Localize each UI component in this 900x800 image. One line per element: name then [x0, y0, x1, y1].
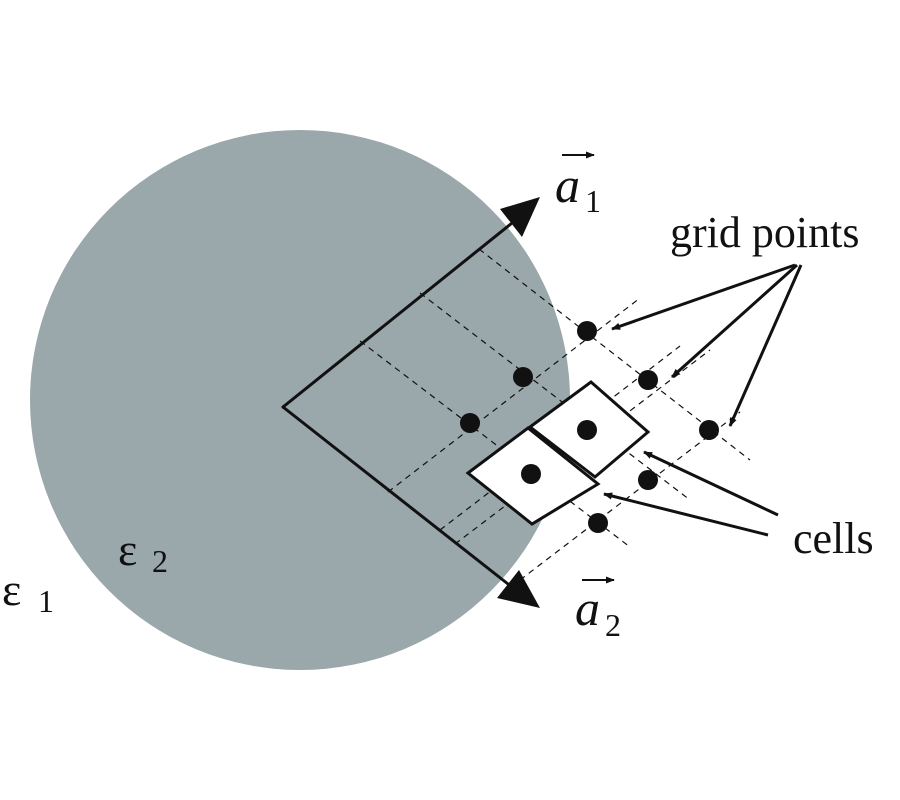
grid-point	[638, 370, 658, 390]
epsilon-2-label: ε 2	[118, 524, 168, 579]
vector-a1-arrowhead	[500, 197, 540, 237]
epsilon-1-label: ε 1	[2, 564, 54, 619]
svg-text:1: 1	[38, 583, 54, 619]
svg-text:2: 2	[605, 607, 621, 643]
grid-points-label: grid points	[670, 208, 859, 257]
grid-points-group	[460, 321, 719, 533]
grid-point	[577, 420, 597, 440]
vector-a1-line	[281, 221, 514, 409]
svg-text:ε: ε	[118, 524, 137, 575]
a2-label: a 2	[575, 576, 621, 643]
grid-point	[699, 420, 719, 440]
grid-points-arrows	[611, 263, 803, 427]
svg-text:a: a	[555, 157, 580, 213]
grid-point	[588, 513, 608, 533]
dielectric-disk	[30, 130, 570, 670]
grid-lines-a1-direction	[387, 297, 741, 581]
svg-text:a: a	[575, 580, 600, 636]
grid-point	[460, 413, 480, 433]
grid-point	[513, 367, 533, 387]
a1-label: a 1	[555, 151, 601, 219]
svg-text:2: 2	[152, 543, 168, 579]
grid-point	[638, 470, 658, 490]
vector-a2-line	[281, 405, 510, 586]
grid-point	[577, 321, 597, 341]
grid-point	[521, 464, 541, 484]
lattice-vectors	[281, 221, 514, 586]
vector-a2-arrowhead	[497, 570, 540, 608]
svg-text:1: 1	[585, 183, 601, 219]
cells-label: cells	[793, 514, 874, 563]
svg-text:ε: ε	[2, 564, 21, 615]
cells-arrows	[603, 450, 779, 537]
